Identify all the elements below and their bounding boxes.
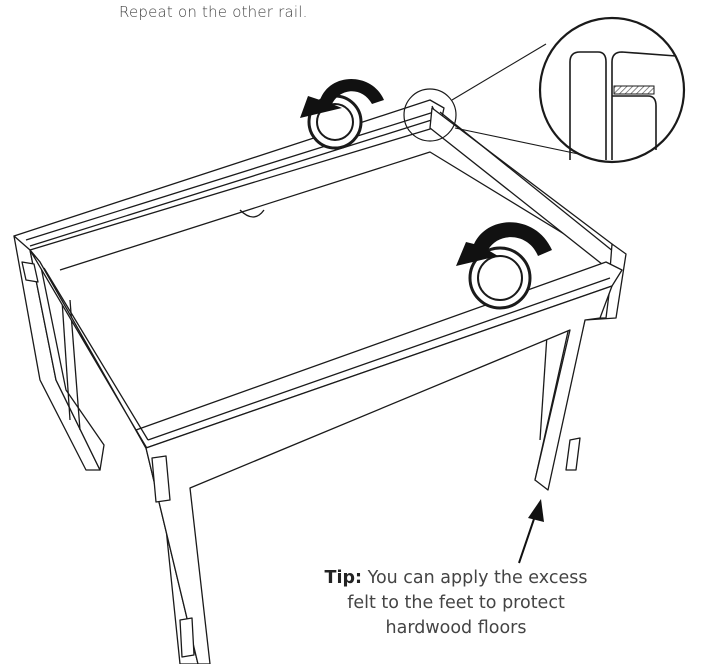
pointer-arrow-icon (518, 499, 544, 564)
felt-roll-icon (468, 246, 532, 310)
inner-panel (59, 151, 611, 271)
detail-callout (403, 16, 686, 164)
back-rail (13, 99, 445, 253)
tip-line-1: You can apply the excess (362, 568, 588, 588)
tip-line-2: felt to the feet to protect (347, 593, 565, 613)
tip-text: Tip: You can apply the excess felt to th… (286, 566, 626, 641)
tip-line-3: hardwood floors (385, 618, 527, 638)
rotate-arrow-icon (456, 222, 552, 266)
instruction-text: Repeat on the other rail. (119, 3, 308, 21)
left-end-panel (13, 235, 105, 471)
rotate-arrow-icon (300, 79, 384, 118)
left-rail (29, 249, 149, 449)
tip-label: Tip: (324, 568, 363, 588)
front-leg-panel (135, 285, 613, 664)
